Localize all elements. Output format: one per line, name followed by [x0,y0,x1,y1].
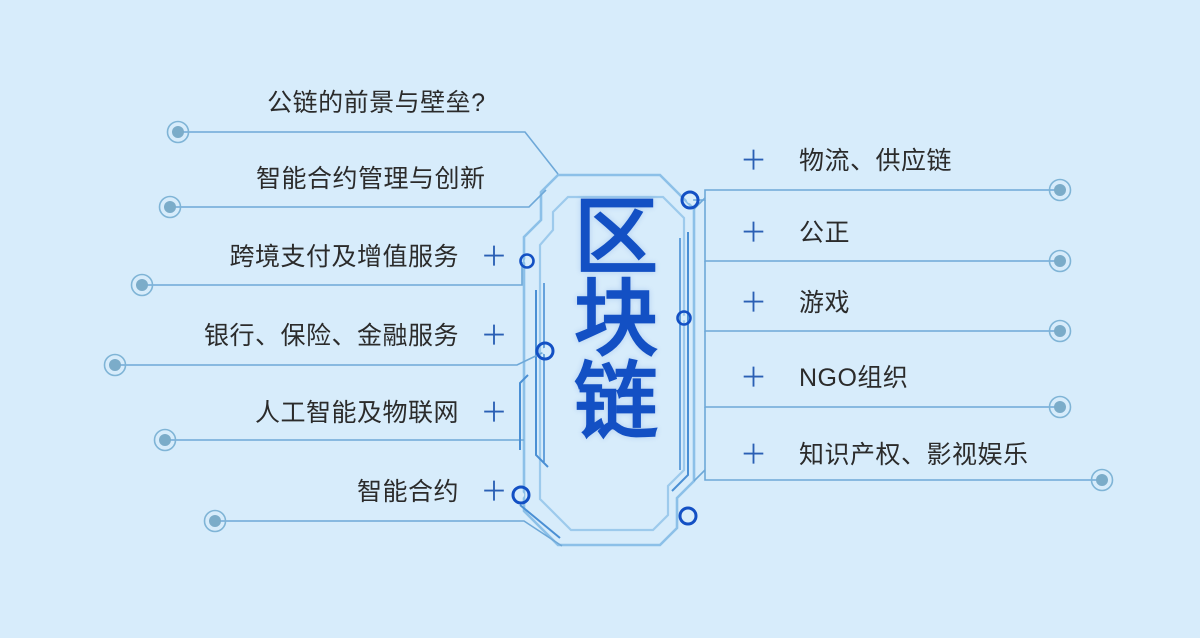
right-wire-1 [690,189,1060,201]
left-branch-5-plus[interactable]: ＋ [480,398,508,428]
left-branch-6[interactable]: 智能合约 ＋ [357,479,508,506]
center-char-1: 区 [573,188,658,286]
left-branch-4-plus[interactable]: ＋ [480,321,508,351]
right-branch-4-plus[interactable]: ＋ [740,363,768,393]
left-wire-2 [170,189,547,208]
right-nodes [1048,178,1114,492]
right-branch-3-plus[interactable]: ＋ [740,288,768,318]
right-branch-3-label: 游戏 [798,289,850,317]
left-branch-3-plus[interactable]: ＋ [480,242,508,272]
right-branch-2-plus[interactable]: ＋ [740,218,768,248]
right-branch-5[interactable]: ＋ 知识产权、影视娱乐 [740,442,1028,469]
left-branch-3[interactable]: 跨境支付及增值服务 ＋ [230,244,508,271]
left-branch-6-label: 智能合约 [357,478,460,506]
right-branch-4[interactable]: ＋ NGO组织 [740,365,908,392]
right-wire-5 [704,407,1102,481]
right-branch-4-label: NGO组织 [798,364,909,392]
right-branch-2[interactable]: ＋ 公正 [740,220,850,247]
center-frame-outer [522,173,696,547]
left-branch-6-plus[interactable]: ＋ [480,477,508,507]
left-branch-4-label: 银行、保险、金融服务 [204,322,460,350]
left-branch-5-label: 人工智能及物联网 [255,399,460,427]
right-connectors [690,189,1102,481]
left-wire-1 [178,131,559,175]
center-char-2: 块 [573,270,658,369]
right-branch-3[interactable]: ＋ 游戏 [740,290,850,317]
left-branch-2-label: 智能合约管理与创新 [256,164,486,193]
center-title: 区 块 链 [556,188,676,451]
left-connectors [115,131,563,547]
right-branch-2-label: 公正 [798,219,850,247]
right-branch-5-label: 知识产权、影视娱乐 [798,441,1029,469]
left-branch-1[interactable]: 公链的前景与壁垒? [267,90,493,116]
center-char-3: 链 [573,352,658,451]
right-branch-1-plus[interactable]: ＋ [740,146,768,176]
right-branch-5-plus[interactable]: ＋ [740,440,768,470]
left-branch-5[interactable]: 人工智能及物联网 ＋ [255,400,508,427]
left-wire-3 [142,262,523,286]
center-frame-inner [538,195,686,532]
left-branch-2[interactable]: 智能合约管理与创新 [256,166,493,192]
left-wire-4 [115,351,545,366]
right-bevels [693,197,706,482]
left-branch-3-label: 跨境支付及增值服务 [229,243,460,271]
right-branch-1[interactable]: ＋ 物流、供应链 [740,148,952,175]
left-wire-6 [215,520,563,547]
left-diagonal-accents [519,374,561,539]
left-branch-4[interactable]: 银行、保险、金融服务 ＋ [204,323,508,350]
right-branch-1-label: 物流、供应链 [798,147,952,175]
left-branch-1-label: 公链的前景与壁垒? [267,88,486,117]
